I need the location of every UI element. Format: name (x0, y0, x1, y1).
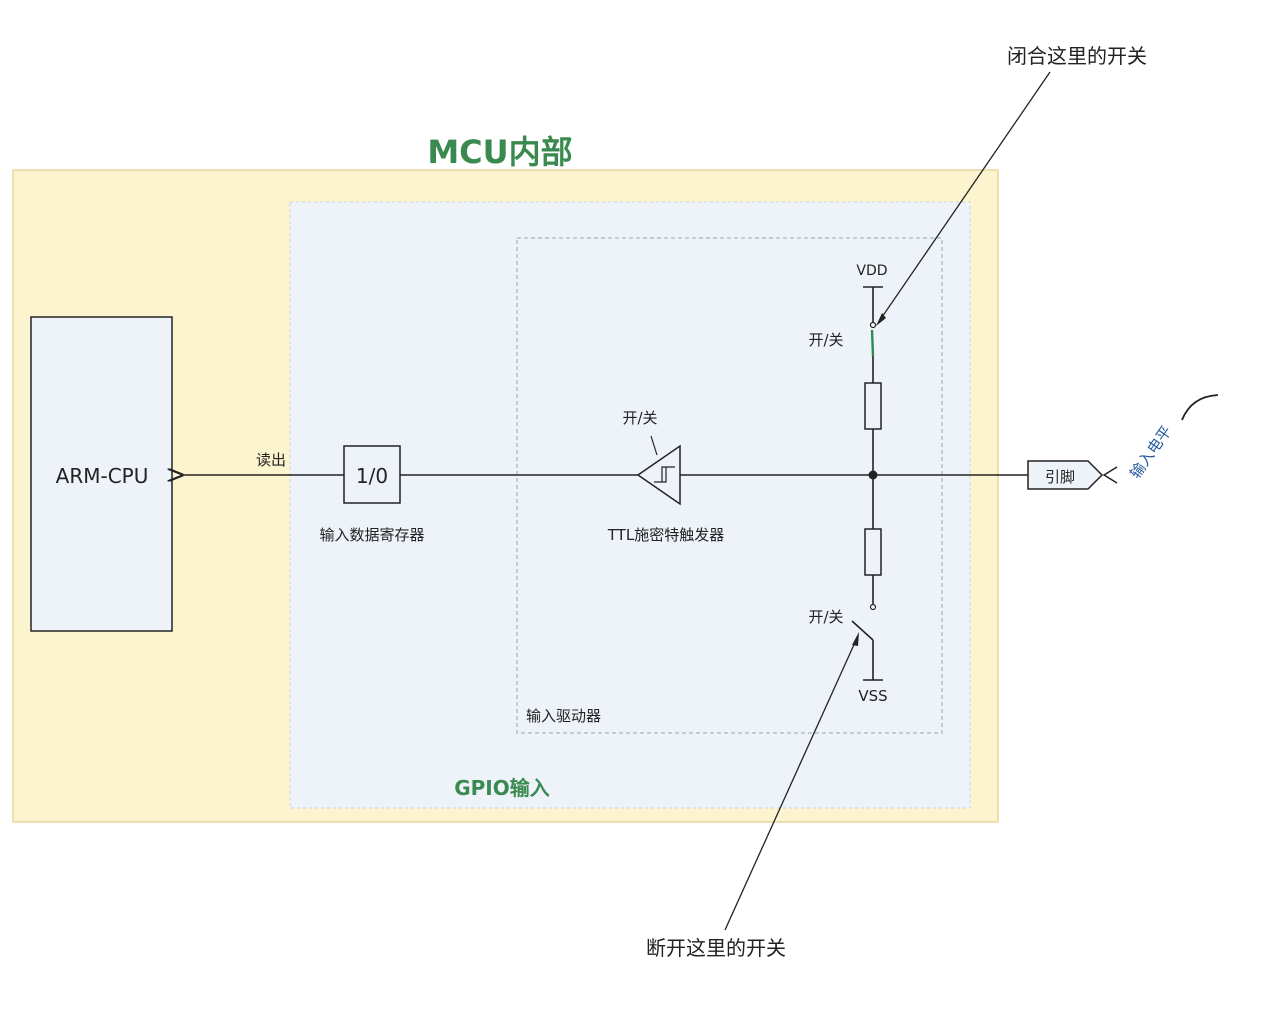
gpio-title: GPIO输入 (454, 776, 550, 800)
input-driver-block (516, 237, 943, 734)
pull-up-resistor (864, 382, 882, 430)
pull-down-switch-open (851, 620, 874, 641)
callout-open-arrow (852, 632, 859, 646)
callout-close-text: 闭合这里的开关 (1007, 44, 1147, 68)
vdd-label: VDD (856, 263, 887, 279)
pull-up-switch-contact (869, 321, 877, 329)
schmitt-switch-label: 开/关 (622, 409, 657, 427)
callout-close-line (879, 71, 1051, 321)
top-switch-label: 开/关 (808, 331, 843, 349)
schmitt-label: TTL施密特触发器 (607, 526, 724, 544)
read-out-label: 读出 (256, 451, 286, 469)
callout-close-arrow (876, 313, 886, 326)
mcu-title: MCU内部 (427, 133, 572, 171)
arm-cpu-block (30, 316, 173, 632)
pull-down-resistor (864, 528, 882, 576)
register-value: 1/0 (356, 464, 388, 488)
input-level-curve (1181, 394, 1219, 421)
input-data-register (343, 445, 401, 504)
pin-label: 引脚 (1045, 468, 1075, 486)
arm-cpu-label: ARM-CPU (56, 464, 149, 488)
callout-open-line (724, 637, 858, 931)
pull-up-switch-closed (870, 329, 875, 357)
input-driver-label: 输入驱动器 (526, 707, 601, 725)
vss-label: VSS (858, 687, 887, 705)
pin-input-mark (1102, 466, 1118, 484)
pull-down-switch-contact (869, 603, 877, 611)
pin-connector (1027, 460, 1104, 490)
register-label: 输入数据寄存器 (319, 526, 424, 544)
bottom-switch-label: 开/关 (808, 608, 843, 626)
input-level-label: 输入电平 (1126, 422, 1175, 481)
callout-open-text: 断开这里的开关 (646, 936, 786, 960)
